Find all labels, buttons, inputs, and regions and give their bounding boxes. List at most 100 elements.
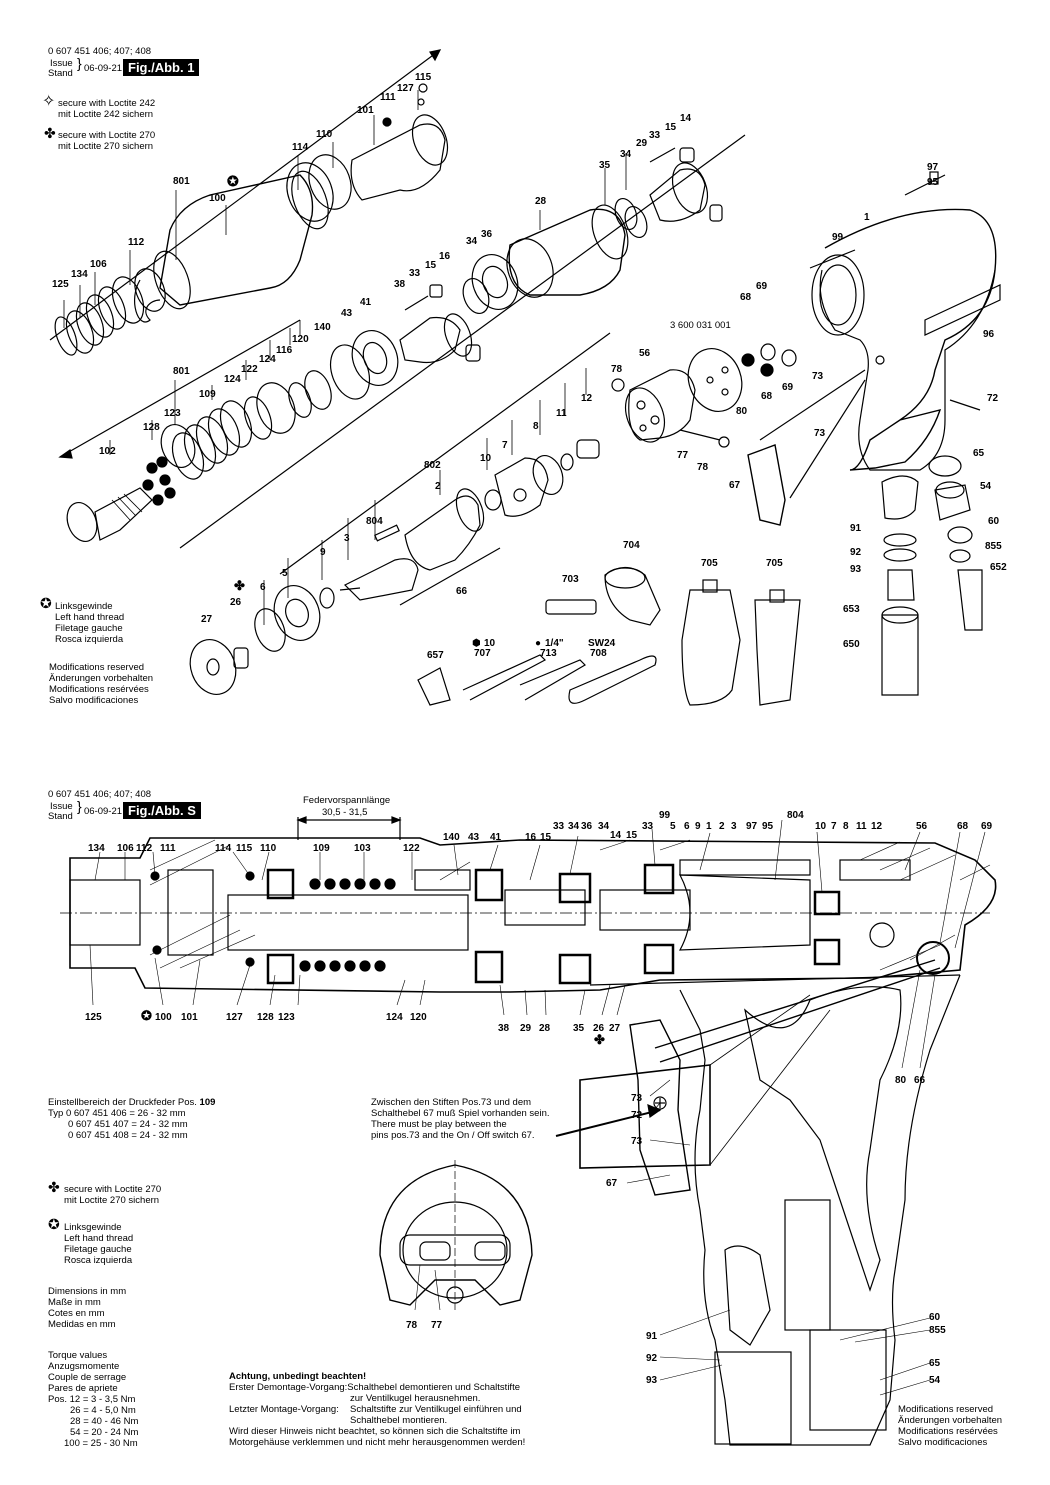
part-callout: 9 <box>695 821 701 832</box>
part-callout: 102 <box>99 446 116 457</box>
part-callout: 68 <box>761 391 773 402</box>
part-callout: 120 <box>410 1012 427 1023</box>
part-callout: 60 <box>929 1312 941 1323</box>
part-callout: 111 <box>160 843 176 854</box>
part-callout: 109 <box>199 389 216 400</box>
part-callout: 804 <box>787 810 804 821</box>
part-callout: 33 <box>642 821 654 832</box>
part-callout: 801 <box>173 366 190 377</box>
part-callout: 99 <box>832 232 844 243</box>
part-callout: 128 <box>143 422 160 433</box>
part-callout: 72 <box>987 393 999 404</box>
part-callout: 11 <box>856 821 867 832</box>
part-callout: 801 <box>173 176 190 187</box>
part-callout: 125 <box>85 1012 102 1023</box>
part-callout: 140 <box>443 832 460 843</box>
part-callout: 14 <box>680 113 692 124</box>
model-numbers-bottom: 0 607 451 406; 407; 408 <box>48 789 152 800</box>
part-callout: 101 <box>357 105 374 116</box>
part-callout: 60 <box>988 516 1000 527</box>
part-callout: 8 <box>843 821 849 832</box>
part-callout: 6 <box>260 582 266 593</box>
part-callout: 100 <box>209 193 226 204</box>
part-callout: 91 <box>646 1331 658 1342</box>
part-callout: 705 <box>701 558 718 569</box>
part-callout: 97 <box>927 162 939 173</box>
issue-label-bottom: Issue <box>50 801 73 812</box>
part-callout: 68 <box>957 821 969 832</box>
part-callout: 10 <box>815 821 827 832</box>
part-callout: 115 <box>415 72 432 83</box>
part-callout: 77 <box>431 1320 443 1331</box>
part-callout: 43 <box>341 308 353 319</box>
part-callout: 106 <box>117 843 134 854</box>
part-callout: 54 <box>980 481 992 492</box>
part-callout: 34 <box>568 821 580 832</box>
part-callout: 35 <box>573 1023 585 1034</box>
part-callout: 33 <box>553 821 565 832</box>
part-callout: 41 <box>360 297 372 308</box>
part-callout: 34 <box>466 236 478 247</box>
part-callout: 109 <box>313 843 330 854</box>
part-callout: 16 <box>525 832 537 843</box>
part-callout: 78 <box>611 364 623 375</box>
part-callout: 708 <box>590 648 607 659</box>
part-callout: 12 <box>581 393 593 404</box>
part-callout: 36 <box>481 229 493 240</box>
part-callout: 41 <box>490 832 502 843</box>
part-callout: ⬢ <box>472 638 481 649</box>
part-callout: 73 <box>631 1093 643 1104</box>
part-callout: 3 <box>731 821 737 832</box>
part-callout: 96 <box>983 329 995 340</box>
part-callout: 28 <box>539 1023 551 1034</box>
part-callout: 122 <box>241 364 258 375</box>
part-callout: 123 <box>164 408 181 419</box>
stand-label-top: Stand <box>48 68 73 79</box>
part-callout: 92 <box>850 547 862 558</box>
date-bottom: 06-09-21 <box>84 806 123 817</box>
part-callout: 67 <box>606 1178 618 1189</box>
part-callout: 124 <box>386 1012 403 1023</box>
model-numbers-top: 0 607 451 406; 407; 408 <box>48 46 152 57</box>
part-callout: 703 <box>562 574 579 585</box>
part-callout: 127 <box>226 1012 243 1023</box>
part-callout: 713 <box>540 648 557 659</box>
brace-top: } <box>77 55 82 71</box>
part-callout: 707 <box>474 648 491 659</box>
part-callout: 28 <box>535 196 547 207</box>
part-callout: 15 <box>626 830 638 841</box>
warning-block: Achtung, unbedingt beachten! Erster Demo… <box>229 1371 526 1448</box>
part-callout: 100 <box>155 1012 172 1023</box>
part-callout: 68 <box>740 292 752 303</box>
clover-icon-bottom: ✤ <box>48 1179 60 1195</box>
part-callout: 5 <box>670 821 676 832</box>
part-callout: 1 <box>864 212 870 223</box>
part-callout: 29 <box>520 1023 532 1034</box>
part-callout: 110 <box>260 843 277 854</box>
part-callout: 657 <box>427 650 444 661</box>
part-callout: 29 <box>636 138 648 149</box>
fig-badge-top: Fig./Abb. 1 <box>123 59 200 76</box>
part-callout: 114 <box>215 843 232 854</box>
tool-label-t707: 10 <box>484 638 496 649</box>
part-callout: 73 <box>631 1136 643 1147</box>
part-callout: 15 <box>540 832 552 843</box>
part-callout: ✪ <box>227 173 239 189</box>
part-callout: 650 <box>843 639 860 650</box>
part-callout: 134 <box>71 269 88 280</box>
part-callout: 653 <box>843 604 860 615</box>
part-callout: ✪ <box>141 1008 152 1023</box>
part-callout: 128 <box>257 1012 274 1023</box>
part-callout: 26 <box>230 597 242 608</box>
play-note: Zwischen den Stiften Pos.73 und dem Scha… <box>371 1097 550 1141</box>
clover-icon: ✤ <box>44 125 56 141</box>
part-callout: 80 <box>736 406 748 417</box>
part-callout: 14 <box>610 830 622 841</box>
part-callout: 93 <box>646 1375 658 1386</box>
part-callout: 80 <box>895 1075 907 1086</box>
part-callout: 106 <box>90 259 107 270</box>
part-callout: 2 <box>435 481 441 492</box>
